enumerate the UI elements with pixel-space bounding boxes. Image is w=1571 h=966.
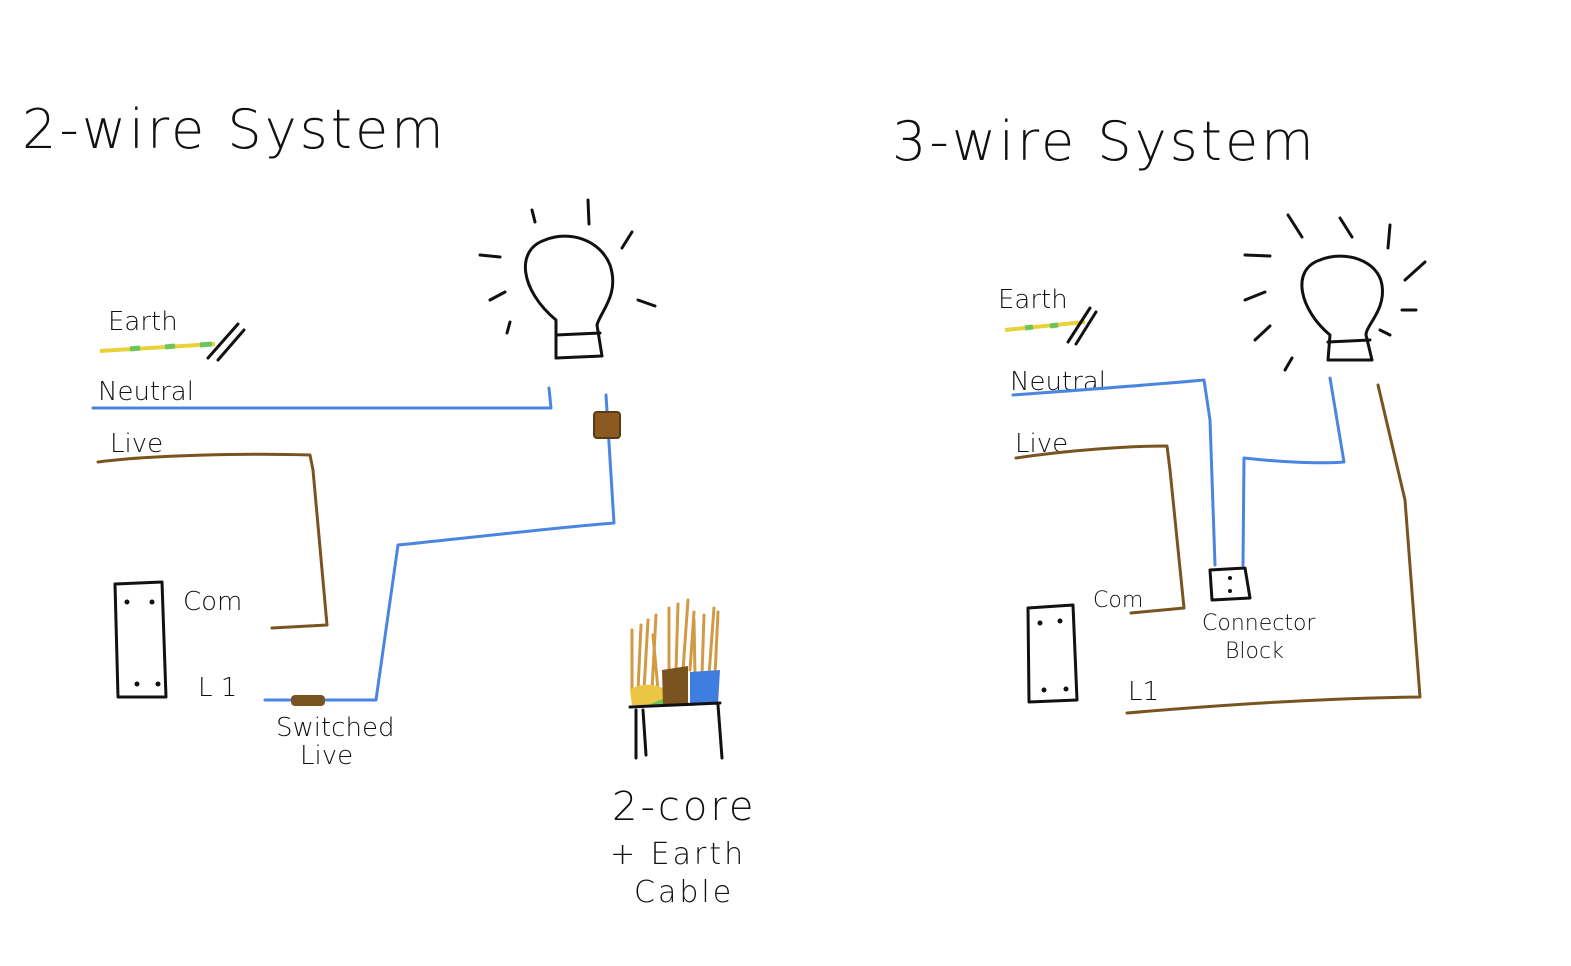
left-title: 2-wire System — [22, 98, 447, 161]
switch-icon — [1026, 603, 1079, 704]
right-earth-cut — [1066, 306, 1098, 346]
connector-block-icon — [1208, 566, 1252, 602]
switch-icon — [113, 580, 168, 699]
left-live-wire — [96, 452, 329, 630]
left-earth-wire — [99, 342, 216, 353]
left-l1-label: L 1 — [198, 673, 237, 703]
switched-live-label-2: Live — [300, 741, 353, 771]
cable-label-2: + Earth — [610, 837, 746, 872]
left-neutral-label: Neutral — [98, 377, 194, 407]
brown-sleeve-bulb — [593, 411, 621, 439]
left-com-label: Com — [183, 587, 242, 617]
light-bulb-icon — [478, 198, 657, 360]
left-switched-live-wire — [263, 393, 616, 702]
left-earth-wire-stripes — [129, 341, 213, 352]
switched-live-label-1: Switched — [276, 713, 394, 743]
right-earth-label: Earth — [998, 285, 1068, 315]
right-title: 3-wire System — [892, 110, 1317, 173]
right-neutral-return-wire — [1241, 376, 1346, 567]
connector-block-label-2: Block — [1225, 639, 1284, 664]
right-l1-label: L1 — [1128, 677, 1159, 707]
right-neutral-wire — [1011, 378, 1217, 567]
right-live-wire — [1014, 444, 1186, 615]
connector-block-label-1: Connector — [1202, 611, 1316, 636]
right-switched-live-wire — [1125, 383, 1422, 715]
right-com-label: Com — [1093, 588, 1143, 613]
cable-label-3: Cable — [634, 875, 734, 910]
left-earth-cut — [206, 322, 246, 362]
right-earth-wire — [1004, 320, 1086, 332]
left-neutral-wire — [91, 386, 553, 410]
light-bulb-icon — [1243, 213, 1427, 372]
left-live-label: Live — [110, 429, 163, 459]
brown-sleeve-switch — [291, 695, 325, 706]
cable-icon — [628, 598, 724, 760]
right-earth-wire-stripes — [1024, 322, 1059, 331]
left-earth-label: Earth — [108, 307, 178, 337]
cable-label-1: 2-core — [612, 784, 757, 830]
